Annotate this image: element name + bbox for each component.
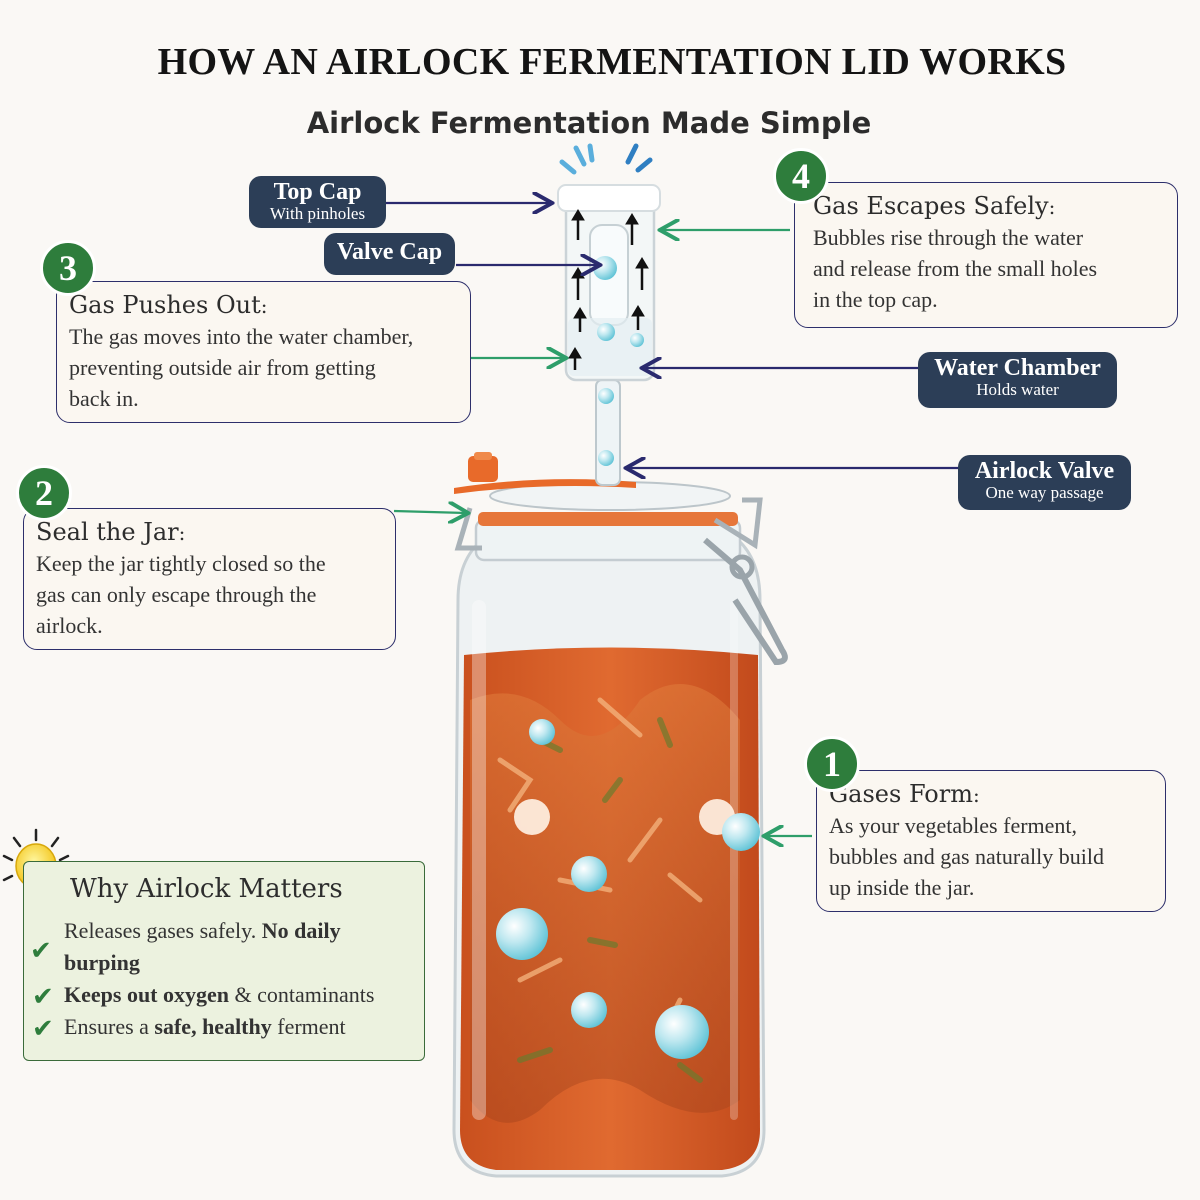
step-3-line-2: preventing outside air from getting	[69, 355, 376, 380]
why-line-2: burping	[64, 950, 140, 975]
jar-bubbles	[496, 719, 760, 1059]
step-1-line-1: As your vegetables ferment,	[829, 813, 1078, 838]
why-line-3: Keeps out oxygen & contaminants	[64, 982, 375, 1007]
step-3-title: Gas Pushes Out	[69, 291, 261, 319]
checkmark-icon: ✔	[30, 936, 52, 966]
label-top-cap: Top Cap With pinholes	[249, 176, 386, 228]
step-4-callout: Gas Escapes Safely: Bubbles rise through…	[794, 182, 1178, 328]
step-1-line-2: bubbles and gas naturally build	[829, 844, 1104, 869]
step-4-line-2: and release from the small holes	[813, 256, 1098, 281]
step-4-number-badge: 4	[773, 148, 829, 204]
label-airlock-valve-sub: One way passage	[985, 483, 1104, 502]
step-2-line-1: Keep the jar tightly closed so the	[36, 551, 326, 576]
label-water-chamber-sub: Holds water	[976, 380, 1059, 399]
why-line-4: Ensures a safe, healthy ferment	[64, 1014, 346, 1039]
label-top-cap-sub: With pinholes	[269, 204, 366, 223]
checkmark-icon: ✔	[32, 1014, 54, 1044]
checkmark-icon: ✔	[32, 982, 54, 1012]
step-4-line-1: Bubbles rise through the water	[813, 225, 1084, 250]
step-2-callout: Seal the Jar: Keep the jar tightly close…	[23, 508, 396, 650]
step-3-line-3: back in.	[69, 386, 139, 411]
connector-arrows	[386, 203, 958, 836]
step-3-number-badge: 3	[40, 240, 96, 296]
step-1-number-badge: 1	[804, 736, 860, 792]
step-1-title: Gases Form	[829, 780, 973, 808]
step-3-line-1: The gas moves into the water chamber,	[69, 324, 414, 349]
label-top-cap-title: Top Cap	[273, 179, 362, 205]
label-water-chamber-title: Water Chamber	[934, 355, 1101, 381]
step-4-title: Gas Escapes Safely	[813, 192, 1049, 220]
step-1-line-3: up inside the jar.	[829, 875, 975, 900]
why-airlock-box	[23, 861, 425, 1061]
step-2-line-3: airlock.	[36, 613, 103, 638]
page-subtitle: Airlock Fermentation Made Simple	[306, 106, 872, 140]
step-4-line-3: in the top cap.	[813, 287, 938, 312]
step-1-callout: Gases Form: As your vegetables ferment, …	[816, 770, 1166, 912]
jar	[452, 452, 788, 1178]
step-2-number-badge: 2	[16, 465, 72, 521]
why-airlock-title: Why Airlock Matters	[70, 874, 343, 904]
label-valve-cap: Valve Cap	[324, 233, 455, 275]
label-water-chamber: Water Chamber Holds water	[918, 352, 1117, 408]
page-title: HOW AN AIRLOCK FERMENTATION LID WORKS	[157, 41, 1067, 83]
step-2-line-2: gas can only escape through the	[36, 582, 317, 607]
step-3-callout: Gas Pushes Out: The gas moves into the w…	[56, 281, 471, 423]
step-2-title: Seal the Jar	[36, 518, 179, 546]
label-airlock-valve: Airlock Valve One way passage	[958, 455, 1131, 510]
airlock	[557, 143, 661, 486]
why-line-1: Releases gases safely. No daily	[64, 918, 341, 943]
label-airlock-valve-title: Airlock Valve	[974, 458, 1115, 484]
label-valve-cap-title: Valve Cap	[336, 239, 443, 265]
